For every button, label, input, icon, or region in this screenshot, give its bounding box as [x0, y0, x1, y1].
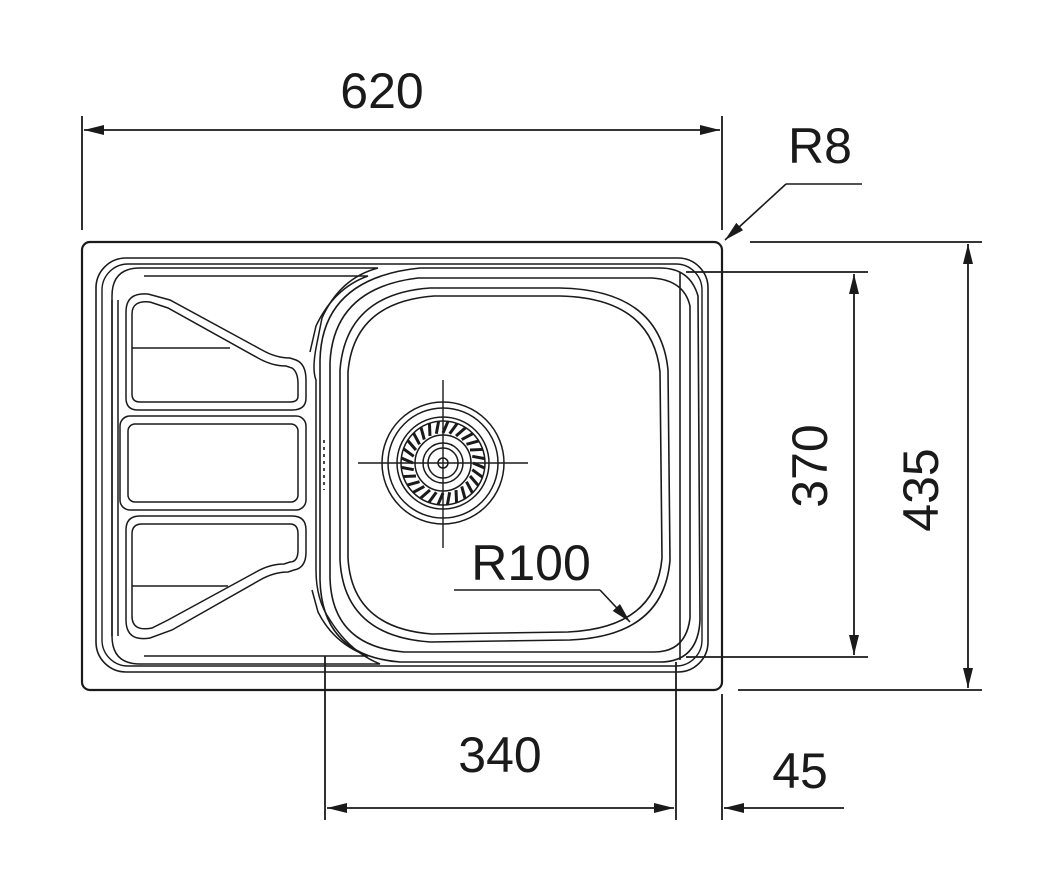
dimension-label-r100: R100 — [471, 535, 591, 591]
strainer-spoke — [469, 447, 483, 452]
strainer-spoke — [436, 492, 445, 506]
dimension-label-45: 45 — [772, 743, 828, 799]
strainer-spoke — [465, 480, 474, 494]
dimension-label-340: 340 — [458, 727, 541, 783]
strainer-spoke — [460, 432, 474, 441]
dimension-label-r8: R8 — [788, 118, 852, 174]
dimension-overall-width: 620 — [81, 63, 723, 230]
strainer-spoke — [434, 420, 441, 435]
strainer-spoke — [419, 488, 431, 500]
strainer-spoke — [471, 454, 486, 461]
dimension-bowl-radius: R100 — [454, 535, 631, 623]
strainer-spoke — [454, 489, 459, 503]
strainer-spoke — [412, 485, 426, 494]
dimension-label-370: 370 — [782, 424, 838, 507]
strainer-spoke — [471, 468, 484, 479]
drain-strainer — [358, 380, 528, 548]
strainer-spoke — [403, 474, 417, 479]
dimension-bowl-depth: 370 — [686, 271, 868, 658]
strainer-spoke — [400, 456, 414, 465]
strainer-spoke — [402, 447, 415, 458]
strainer-spoke — [441, 420, 450, 434]
strainer-spoke — [427, 423, 432, 437]
dimension-bowl-offset: 45 — [721, 694, 844, 820]
drainboard — [111, 267, 381, 665]
sink-outline — [80, 240, 724, 692]
dimension-overall-depth: 435 — [738, 241, 982, 691]
strainer-spoke — [472, 461, 486, 470]
strainer-spoke — [400, 465, 415, 472]
strainer-spoke — [427, 491, 438, 504]
strainer-spoke — [466, 439, 480, 446]
strainer-spoke — [412, 432, 421, 446]
strainer-spoke — [445, 491, 452, 506]
dimension-label-435: 435 — [893, 448, 949, 531]
sink-bowl — [319, 267, 701, 663]
dimension-corner-radius: R8 — [724, 118, 862, 241]
dimension-label-620: 620 — [340, 63, 423, 119]
strainer-spoke — [455, 426, 467, 438]
strainer-spoke — [468, 475, 480, 487]
strainer-spoke — [406, 439, 418, 451]
strainer-spoke — [460, 486, 467, 500]
strainer-spoke — [448, 422, 459, 435]
dimension-bowl-width: 340 — [324, 656, 677, 820]
strainer-spoke — [419, 426, 426, 440]
strainer-spoke — [406, 480, 420, 487]
